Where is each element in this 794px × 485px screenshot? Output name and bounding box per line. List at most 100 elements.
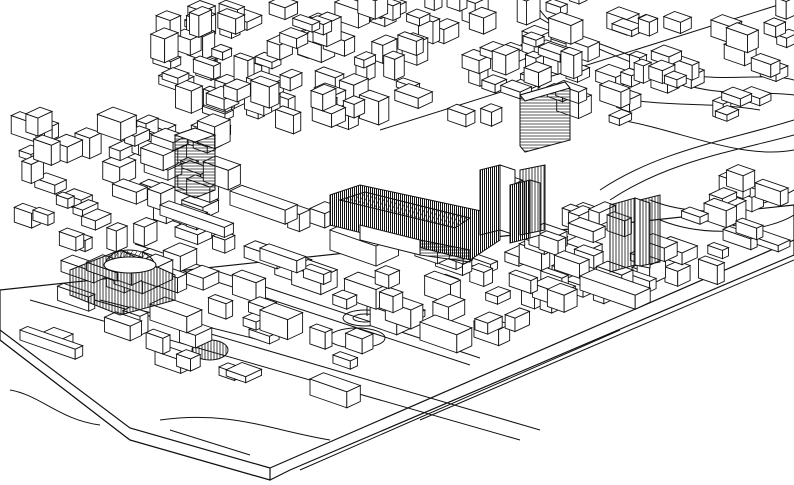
building-block [158,200,235,239]
building-face [786,34,794,49]
building-block [559,46,584,80]
building-face [378,286,404,298]
building-block [309,83,338,112]
building-face [628,50,648,59]
building-face [291,14,321,26]
building-face [522,0,530,2]
building-block [702,197,738,229]
building-block [139,140,179,172]
building-face [480,74,508,86]
building-block [553,250,591,279]
building-face [160,67,191,79]
building-face [720,86,753,100]
building-block [258,302,304,341]
building-face [228,184,299,211]
building-face [207,294,234,305]
building-face [217,0,246,11]
building-block [697,255,726,286]
building-face [105,222,129,232]
building-face [734,217,765,229]
building-block [55,191,76,210]
building-face [725,164,756,177]
building-face [21,160,32,185]
building-face [662,10,693,23]
building-face [158,200,235,228]
domed-hall [69,249,176,316]
building-face [632,58,653,67]
building-block [663,260,692,287]
central-complex [329,184,501,263]
building-block [720,86,753,108]
building-block [231,269,267,304]
building-block [568,0,588,5]
building-face [526,0,541,26]
building-face [96,106,138,123]
building-block [578,268,652,310]
building-block [637,14,659,37]
building-block [680,206,710,225]
building-face [468,263,494,273]
building-face [309,83,338,96]
building-block [468,6,498,35]
building-face [578,0,588,5]
building-face [258,243,307,262]
building-block [302,263,333,286]
building-face [459,0,468,12]
building-block [331,351,359,370]
building-face [405,8,432,19]
building-block [521,31,546,48]
building-block [148,296,203,334]
building-block [278,68,304,92]
building-face [605,6,641,20]
building-block [396,31,425,57]
building-block [393,83,434,110]
building-face [568,0,580,5]
building-face [185,264,220,279]
building-block [192,55,222,81]
building-face [464,0,484,4]
building-face [491,44,521,56]
building-block [762,17,787,39]
building-face [547,11,585,27]
building-face [775,0,787,20]
building-face [393,83,434,99]
building-face [559,46,584,57]
building-face [578,268,652,296]
building-face [189,11,200,38]
building-block [58,227,85,252]
building-block [254,51,283,70]
building-face [546,282,579,296]
building-face [503,307,531,319]
building-face [331,289,358,301]
building-face [24,106,54,119]
building-block [491,44,521,76]
building-block [753,178,790,207]
building-block [468,263,494,288]
building-block [344,327,375,355]
building-block [598,80,632,109]
building-face [598,80,632,93]
building-face [553,250,591,265]
building-face [216,8,246,20]
building-block [567,217,607,244]
building-face [210,43,233,53]
building-face [111,178,149,193]
building-block [105,222,129,253]
building-face [382,50,406,60]
building-face [725,22,760,36]
building-face [302,263,333,276]
building-face [71,199,100,211]
building-block [160,67,191,86]
building-face [358,89,391,103]
building-block [479,103,504,127]
building-block [662,10,693,35]
building-face [231,269,267,284]
tower-top-slab [519,81,571,153]
building-block [185,264,220,291]
building-face [370,34,399,46]
building-face [423,270,462,286]
building-face [663,70,688,81]
building-face [573,244,605,257]
building-face [607,108,633,120]
